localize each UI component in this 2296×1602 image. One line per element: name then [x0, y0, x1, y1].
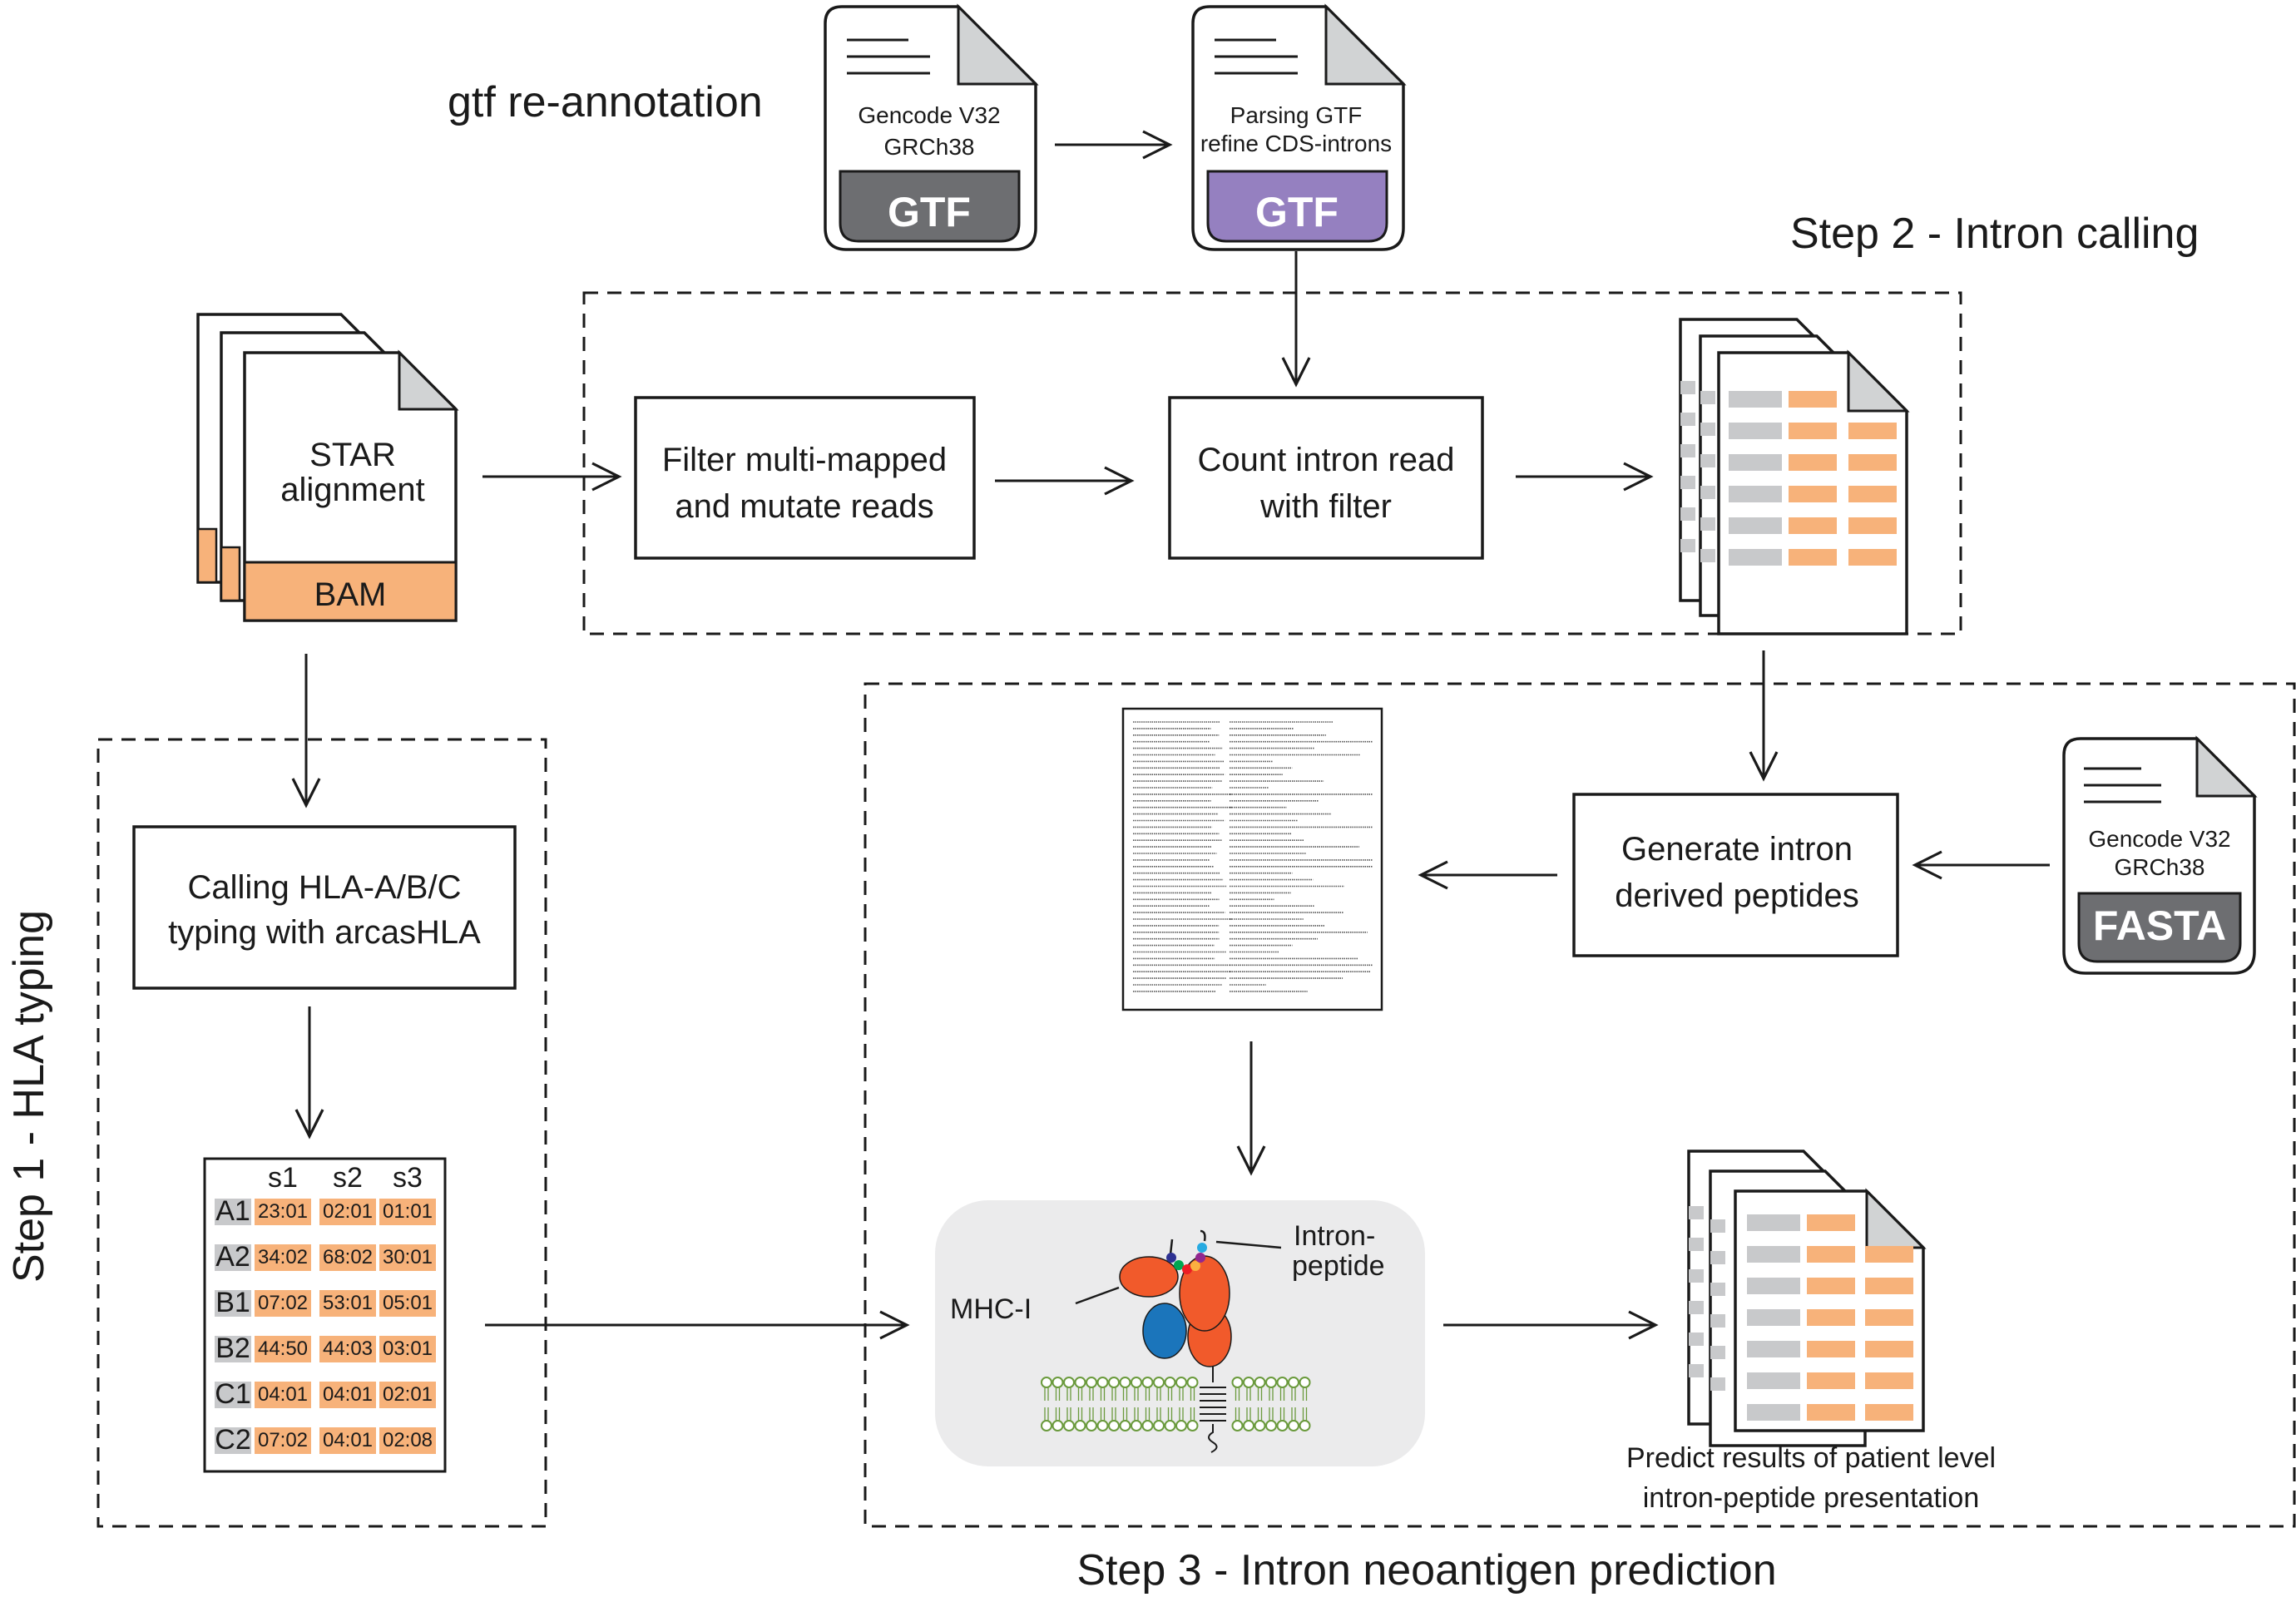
hla-cell-value: 03:01 [383, 1337, 433, 1360]
generate-line2: derived peptides [1615, 878, 1859, 914]
count-line1: Count intron read [1197, 442, 1454, 478]
hla-table-row: C2 07:02 04:01 02:08 [215, 1424, 436, 1456]
parsed-gtf-line2: refine CDS-introns [1200, 131, 1392, 156]
hla-cell-value: 44:50 [258, 1337, 308, 1360]
mhc-alpha1-domain [1119, 1256, 1179, 1298]
step1-heading: Step 1 - HLA typing [5, 910, 53, 1283]
bam-tag-label: BAM [314, 576, 387, 613]
peptide-label-line2: peptide [1292, 1250, 1385, 1282]
intron-peptide-chain [1166, 1229, 1207, 1274]
gencode-gtf-line1: Gencode V32 [858, 102, 1000, 128]
parsed-gtf-tag [1206, 170, 1388, 243]
hla-column-header: s2 [333, 1162, 363, 1194]
cell-membrane [1041, 1377, 1311, 1431]
generate-line1: Generate intron [1621, 831, 1853, 868]
bam-line2: alignment [280, 472, 424, 508]
mhc-pointer [1075, 1286, 1120, 1305]
gencode-gtf-file: Gencode V32 GRCh38 GTF [824, 3, 1039, 251]
parsed-gtf-tag-label: GTF [1255, 189, 1339, 235]
hla-cell-value: 04:01 [323, 1429, 373, 1451]
hla-cell-value: 34:02 [258, 1246, 308, 1268]
generate-peptides-box: Generate intron derived peptides [1572, 793, 1899, 957]
hla-cell-value: 05:01 [383, 1292, 433, 1314]
fasta-tag [2077, 892, 2242, 963]
hla-cell-value: 07:02 [258, 1292, 308, 1314]
intron-count-tables-icon [1679, 318, 1910, 635]
hla-cell-value: 01:01 [383, 1200, 433, 1223]
hla-cell-value: 53:01 [323, 1292, 373, 1314]
hla-cell-value: 68:02 [323, 1246, 373, 1268]
step2-heading: Step 2 - Intron calling [1790, 210, 2199, 258]
fasta-file: Gencode V32 GRCh38 FASTA [2062, 735, 2258, 975]
bam-tag [243, 561, 458, 622]
prediction-tables-icon [1687, 1150, 1927, 1447]
hla-cell-value: 04:01 [323, 1383, 373, 1406]
fasta-line2: GRCh38 [2115, 854, 2205, 880]
gencode-gtf-tag [839, 170, 1021, 243]
filter-line2: and mutate reads [675, 488, 933, 525]
filter-line1: Filter multi-mapped [662, 442, 947, 478]
hla-calling-box: Calling HLA-A/B/C typing with arcasHLA [132, 825, 517, 990]
hla-cell-value: 02:01 [383, 1383, 433, 1406]
step1-region [96, 738, 547, 1528]
hla-allele-label: B1 [215, 1287, 250, 1318]
hla-table-row: B2 44:50 44:03 03:01 [215, 1333, 436, 1364]
hla-cell-value: 44:03 [323, 1337, 373, 1360]
gencode-gtf-line2: GRCh38 [884, 134, 975, 160]
count-line2: with filter [1259, 488, 1392, 525]
filter-box: Filter multi-mapped and mutate reads [634, 396, 976, 560]
hla-column-header: s3 [393, 1162, 423, 1194]
beta2-microglobulin [1142, 1303, 1187, 1359]
prediction-line2: intron-peptide presentation [1643, 1482, 1980, 1514]
fasta-line1: Gencode V32 [2088, 826, 2230, 852]
hla-table-row: B1 07:02 53:01 05:01 [215, 1287, 436, 1318]
hla-cell-value: 02:01 [323, 1200, 373, 1223]
hla-allele-label: C2 [215, 1424, 250, 1456]
parsed-gtf-file: Parsing GTF refine CDS-introns GTF [1191, 3, 1407, 251]
hla-cell-value: 07:02 [258, 1429, 308, 1451]
step2-region [582, 291, 1962, 635]
hla-cell-value: 04:01 [258, 1383, 308, 1406]
hla-allele-label: A1 [215, 1195, 250, 1227]
flow-arrows [291, 130, 2050, 1340]
bam-line1: STAR [309, 437, 396, 473]
mhc-cell-illustration: MHC-I Intron- peptide [935, 1200, 1425, 1466]
count-box: Count intron read with filter [1168, 396, 1484, 560]
hla-table-row: A1 23:01 02:01 01:01 [215, 1195, 436, 1227]
transmembrane-helix [1200, 1364, 1226, 1453]
fasta-tag-label: FASTA [2093, 902, 2226, 949]
peptide-sequence-document [1121, 707, 1383, 1011]
peptide-pointer [1215, 1240, 1282, 1249]
parsed-gtf-line1: Parsing GTF [1230, 102, 1363, 128]
step3-heading: Step 3 - Intron neoantigen prediction [1076, 1546, 1776, 1595]
step3-region [863, 682, 2296, 1528]
hla-table-row: A2 34:02 68:02 30:01 [215, 1241, 436, 1273]
hla-column-header: s1 [268, 1162, 298, 1194]
hla-table-row: C1 04:01 04:01 02:01 [215, 1378, 436, 1410]
hla-allele-label: C1 [215, 1378, 250, 1410]
hla-allele-label: B2 [215, 1333, 250, 1364]
bam-file-stack: STAR alignment BAM [196, 313, 459, 622]
hla-cell-value: 23:01 [258, 1200, 308, 1223]
mhc-label: MHC-I [950, 1293, 1032, 1325]
hla-cell-value: 02:08 [383, 1429, 433, 1451]
hla-allele-label: A2 [215, 1241, 250, 1273]
peptide-label-line1: Intron- [1294, 1220, 1375, 1252]
hla-line2: typing with arcasHLA [168, 914, 481, 951]
hla-cell-value: 30:01 [383, 1246, 433, 1268]
prediction-line1: Predict results of patient level [1626, 1442, 1996, 1474]
gencode-gtf-tag-label: GTF [888, 189, 971, 235]
gtf-reannotation-heading: gtf re-annotation [448, 78, 763, 126]
hla-line1: Calling HLA-A/B/C [187, 869, 461, 906]
